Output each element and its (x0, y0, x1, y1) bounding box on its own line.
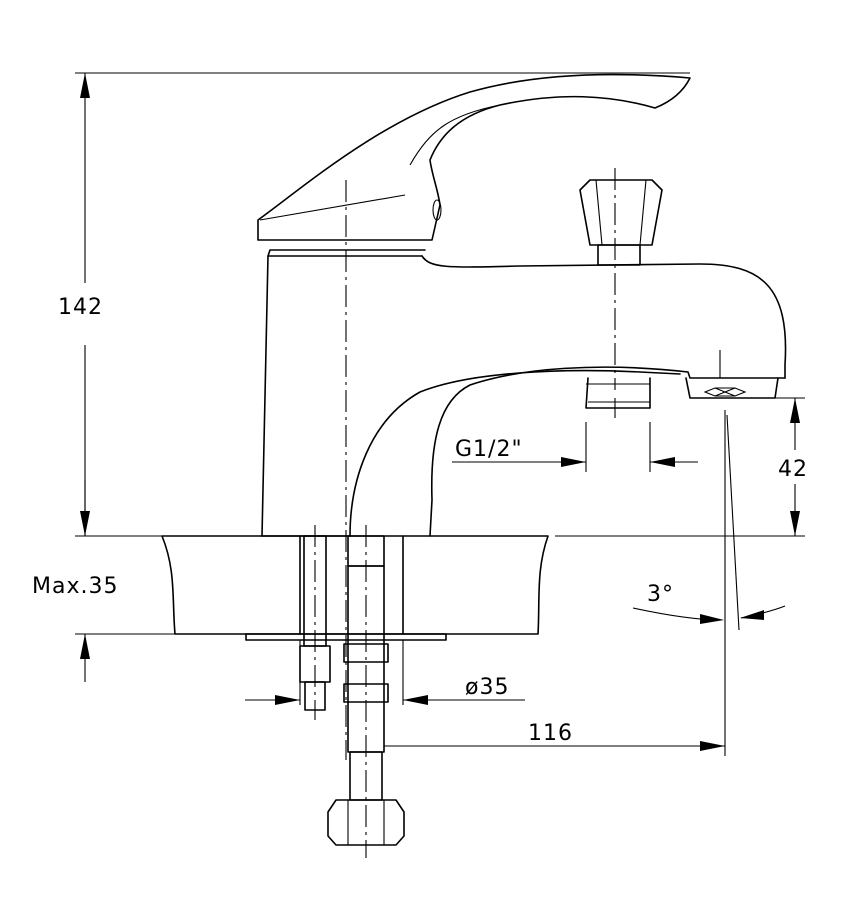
diverter-knob (579, 179, 663, 266)
faucet-body (261, 249, 787, 537)
lever-handle (257, 73, 691, 241)
dimension-total-height: 142 (58, 72, 690, 537)
countertop-section (161, 535, 549, 641)
dimension-thread: G1/2" (452, 422, 698, 472)
centre-lines (314, 168, 616, 858)
total-height-label: 142 (58, 295, 103, 320)
dimension-deck-thickness: Max.35 (32, 480, 175, 682)
thread-size-label: G1/2" (455, 437, 523, 462)
deck-thickness-label: Max.35 (32, 574, 118, 599)
dimension-spout-clearance: 42 (555, 397, 808, 537)
hole-diameter-label: ø35 (465, 675, 509, 700)
dimension-hole-diameter: ø35 (245, 640, 525, 705)
spout-angle-label: 3° (647, 582, 674, 607)
dimension-spout-reach: 116 (384, 410, 726, 756)
spout-clearance-label: 42 (778, 457, 808, 482)
spout-reach-label: 116 (528, 721, 573, 746)
dimension-angle: 3° (632, 414, 786, 631)
